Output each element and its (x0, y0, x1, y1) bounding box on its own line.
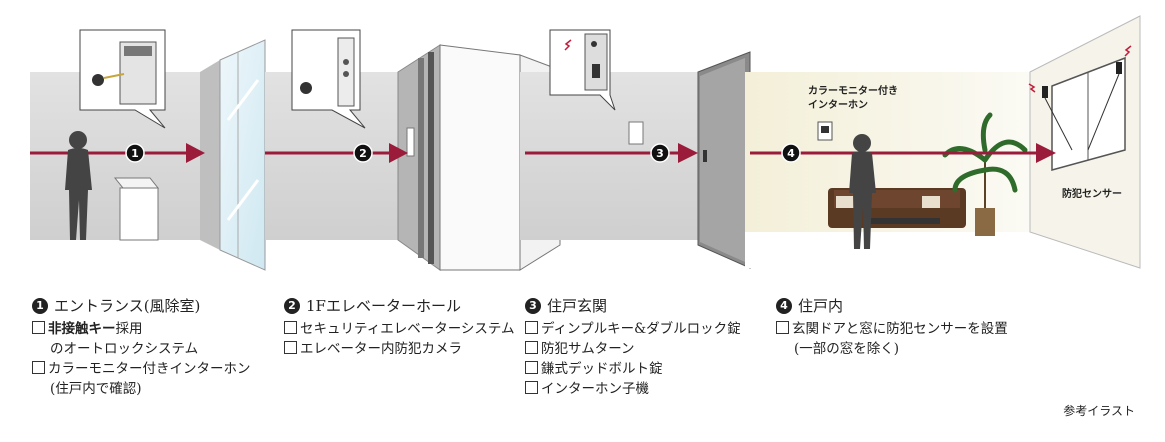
entrance-intercom-stand (113, 177, 160, 241)
checkbox-icon (525, 321, 538, 334)
list-item-continued: (住戸内で確認) (50, 381, 142, 397)
front-door (697, 51, 751, 269)
marker-1 (125, 143, 145, 163)
checkbox-icon (776, 321, 789, 334)
window (1051, 56, 1126, 171)
list-item: カラーモニター付きインターホン (32, 359, 251, 379)
section-entrance: 1 エントランス(風除室) 非接触キー採用 のオートロックシステム カラーモニタ… (32, 296, 251, 399)
monitor-label-line1: カラーモニター付き (808, 86, 898, 97)
step-markers: 1 2 3 4 (125, 143, 801, 163)
entrance-glass-doors (200, 39, 266, 271)
security-sensor-icon (1028, 45, 1132, 151)
checkbox-icon (32, 361, 45, 374)
monitor-label-line2: インターホン (808, 100, 868, 111)
list-item: 防犯サムターン (525, 339, 741, 359)
list-item: ディンプルキー&ダブルロック錠 (525, 319, 741, 339)
callout-door-lock (549, 29, 616, 111)
section-front-door: 3 住戸玄関 ディンプルキー&ダブルロック錠 防犯サムターン 鎌式デッドボルト錠… (525, 296, 741, 399)
section-title: エントランス(風除室) (54, 297, 201, 315)
list-item-continued: (一部の窓を除く) (794, 341, 900, 357)
security-scene-illustration: 1 2 3 4 (30, 15, 1141, 271)
marker-4 (781, 143, 801, 163)
section-title: 住戸玄関 (547, 297, 608, 315)
person-silhouette (65, 131, 876, 249)
living-room-floor (745, 232, 1080, 268)
list-item: インターホン子機 (525, 379, 741, 399)
section-number: 4 (776, 298, 792, 314)
marker-3-label: 3 (656, 147, 664, 160)
list-item: 非接触キー採用 (32, 319, 251, 339)
section-number: 1 (32, 298, 48, 314)
sensor-label: 防犯センサー (1062, 189, 1122, 200)
marker-2-label: 2 (359, 147, 367, 160)
callout-elevator-reader (291, 29, 366, 129)
sofa (828, 188, 966, 228)
list-item: 玄関ドアと窓に防犯センサーを設置 (776, 319, 1008, 339)
plant (942, 112, 1028, 236)
list-item-continued: のオートロックシステム (50, 341, 199, 357)
section-elevator-hall: 2 1Fエレベーターホール セキュリティエレベーターシステム エレベーター内防犯… (284, 296, 515, 359)
callout-keypad (79, 29, 166, 129)
checkbox-icon (525, 341, 538, 354)
section-living-room: 4 住戸内 玄関ドアと窓に防犯センサーを設置 (一部の窓を除く) (776, 296, 1008, 359)
list-item: エレベーター内防犯カメラ (284, 339, 515, 359)
checkbox-icon (525, 361, 538, 374)
checkbox-icon (32, 321, 45, 334)
marker-1-label: 1 (131, 147, 139, 160)
section-title: 1Fエレベーターホール (306, 297, 461, 315)
section-number: 3 (525, 298, 541, 314)
list-item: セキュリティエレベーターシステム (284, 319, 515, 339)
reference-illustration-note: 参考イラスト (1063, 404, 1135, 418)
checkbox-icon (284, 321, 297, 334)
marker-2 (353, 143, 373, 163)
intercom-panel (628, 121, 644, 145)
section-number: 2 (284, 298, 300, 314)
marker-3 (650, 143, 670, 163)
checkbox-icon (525, 381, 538, 394)
checkbox-icon (284, 341, 297, 354)
list-item: 鎌式デッドボルト錠 (525, 359, 741, 379)
section-title: 住戸内 (798, 297, 844, 315)
marker-4-label: 4 (787, 147, 795, 160)
